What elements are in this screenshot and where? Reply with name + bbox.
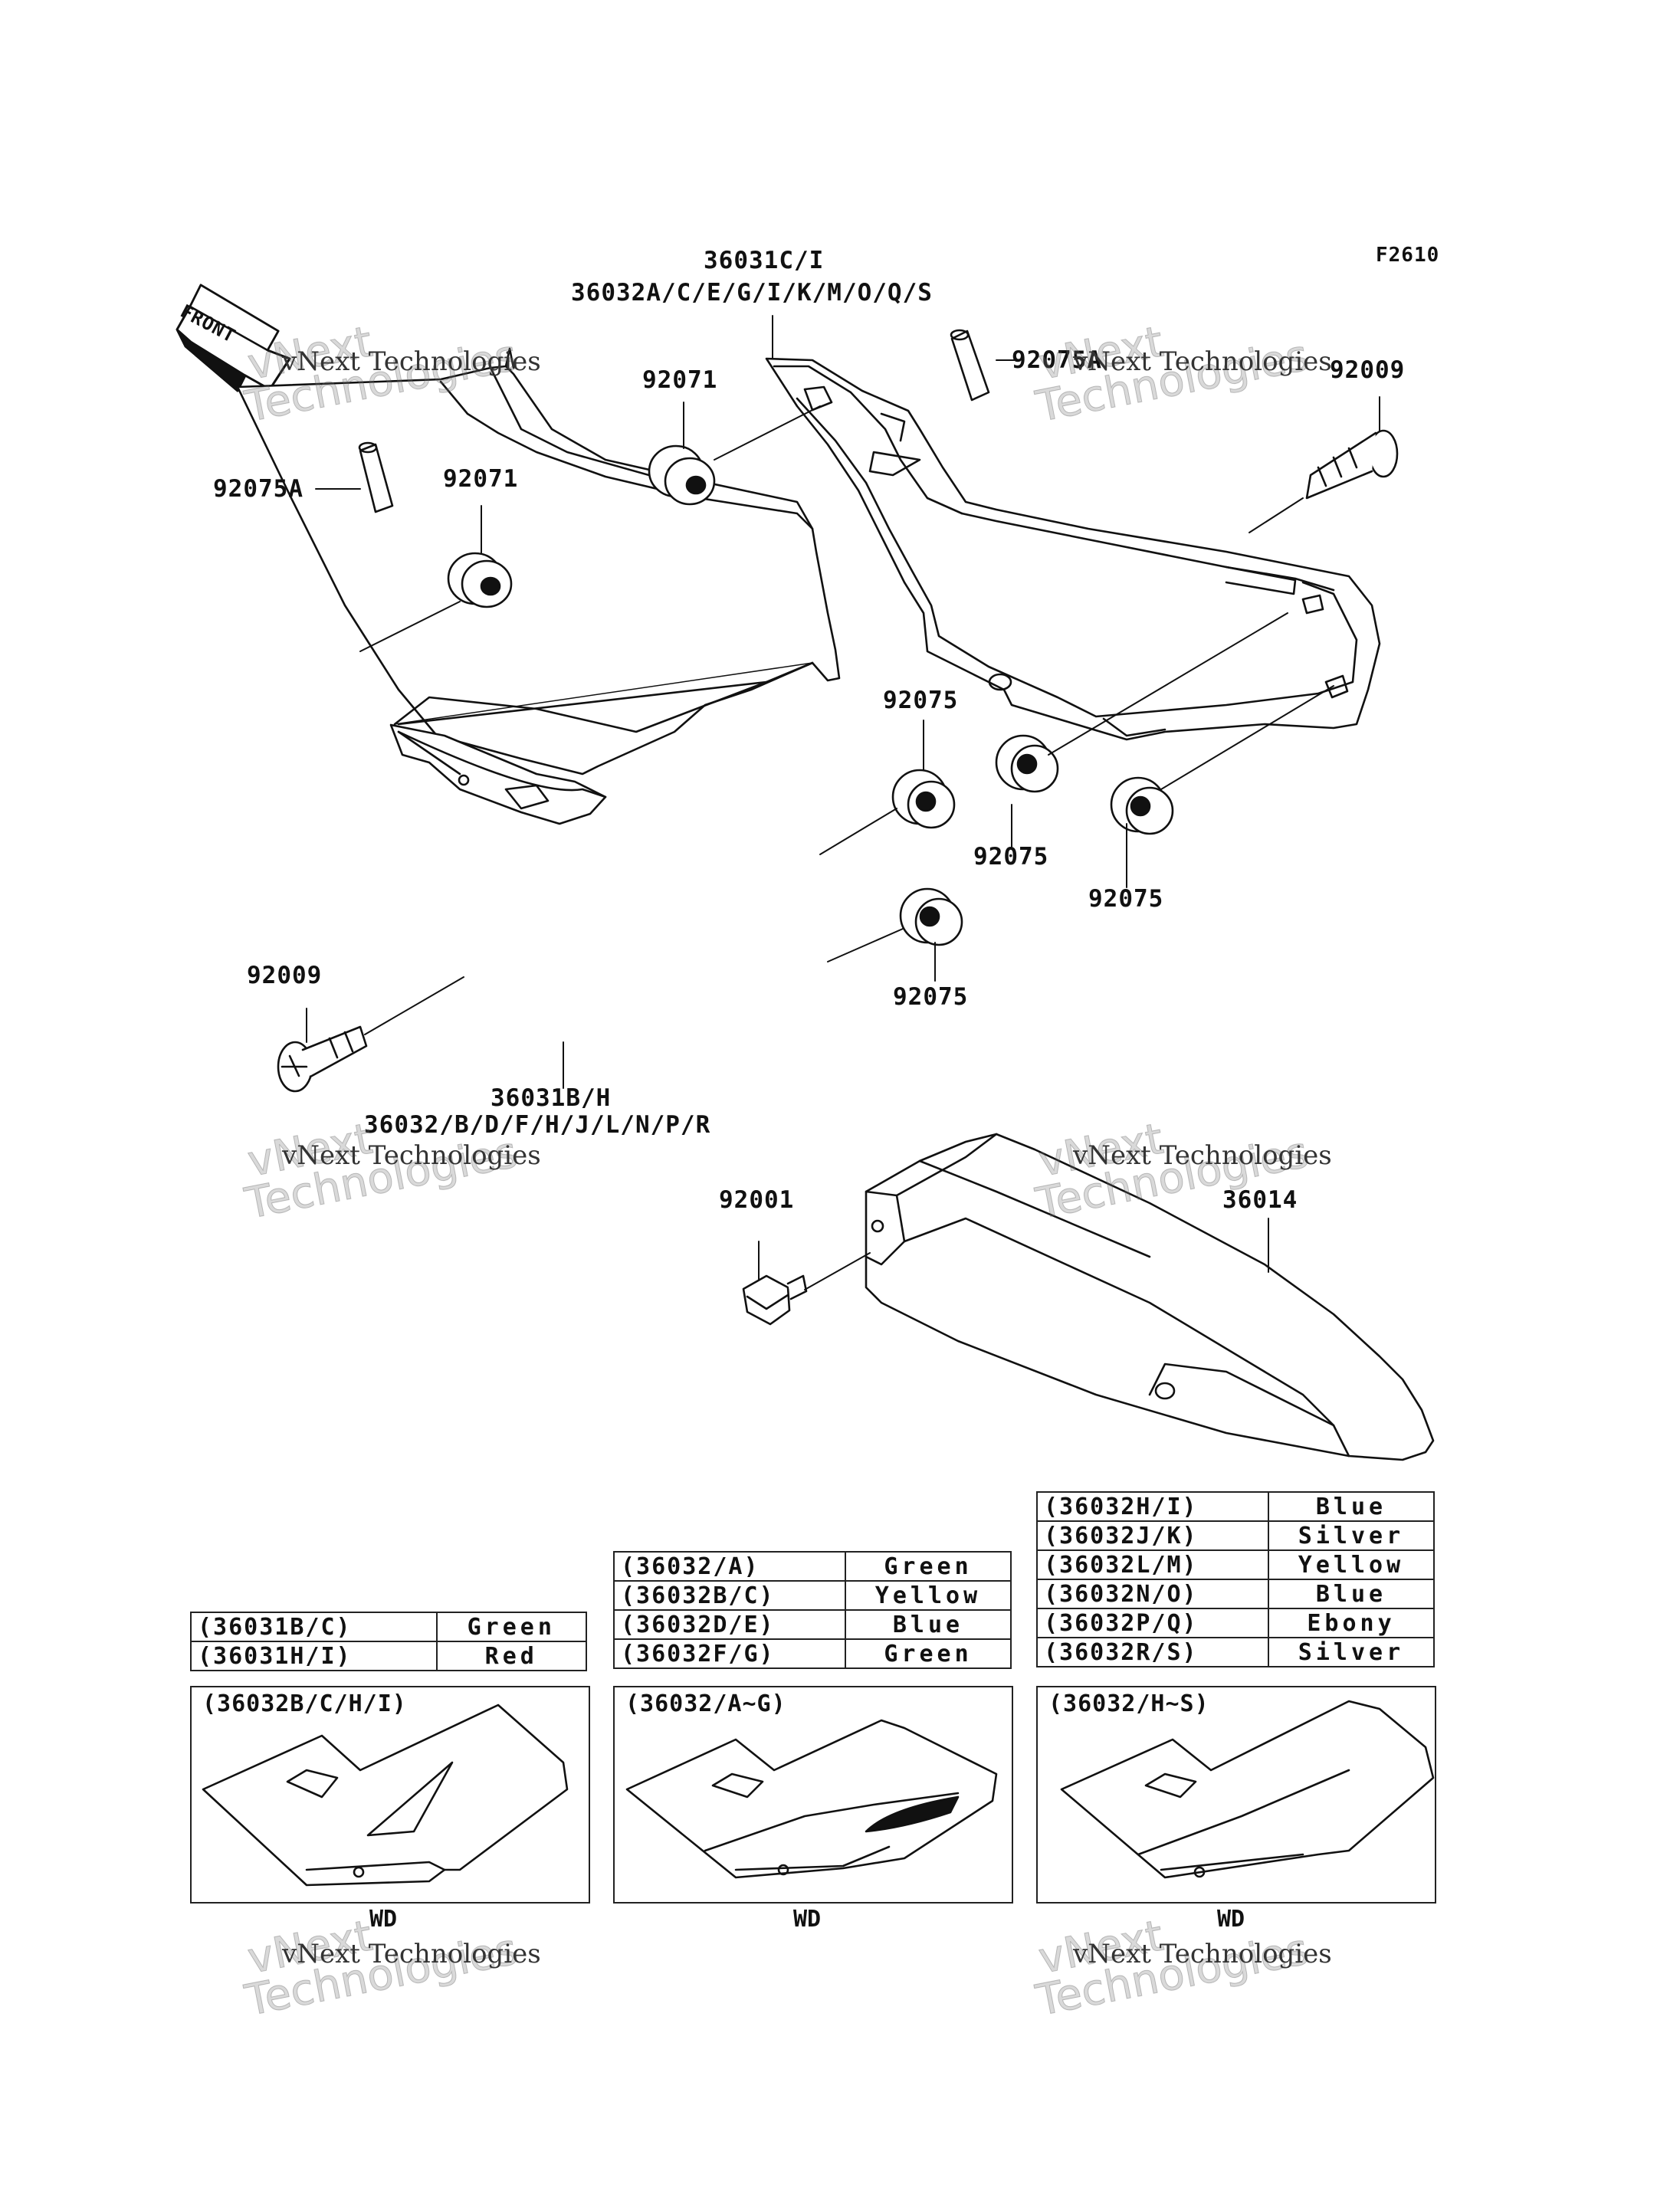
table-row: (36032F/G) Green: [613, 1638, 1012, 1669]
table-row: (36032B/C) Yellow: [613, 1580, 1012, 1611]
table-cell-code: (36032P/Q): [1036, 1608, 1269, 1638]
variant-label: WD: [369, 1906, 398, 1933]
table-cell-color: Green: [844, 1638, 1012, 1669]
bolt-92001: [742, 1274, 808, 1326]
grommet-92075-d: [899, 887, 963, 946]
table-row: (36032D/E) Blue: [613, 1609, 1012, 1640]
table-cell-color: Yellow: [844, 1580, 1012, 1611]
table-row: (36032/A) Green: [613, 1551, 1012, 1582]
table-cell-color: Green: [844, 1551, 1012, 1582]
variant-box-1: (36032B/C/H/I): [190, 1686, 590, 1904]
table-cell-color: Blue: [844, 1609, 1012, 1640]
chain-cover-36014: [865, 1133, 1435, 1461]
screw-92009-left: [277, 1025, 368, 1093]
grommet-92075-b: [995, 734, 1059, 793]
variant-drawing-3: [1060, 1700, 1435, 1879]
variant-drawing-2: [625, 1719, 998, 1879]
variant-title: (36032B/C/H/I): [202, 1690, 407, 1717]
callout-grommet-92075-d: 92075: [893, 983, 969, 1011]
callout-grommet-92075-c: 92075: [1088, 885, 1164, 913]
table-row: (36031H/I) Red: [190, 1641, 588, 1671]
callout-screw-92009-left: 92009: [247, 962, 323, 989]
callout-grommet-92075-a: 92075: [883, 687, 959, 714]
table-row: (36032L/M) Yellow: [1036, 1549, 1436, 1580]
table-cell-color: Green: [435, 1612, 588, 1642]
variant-box-2: (36032/A~G): [613, 1686, 1013, 1904]
callout-upper-cover-colors: 36032A/C/E/G/I/K/M/O/Q/S: [571, 279, 933, 307]
callout-chain-cover-36014: 36014: [1222, 1186, 1298, 1214]
table-cell-color: Yellow: [1267, 1549, 1436, 1580]
table-cell-code: (36032D/E): [613, 1609, 846, 1640]
variant-title: (36032/H~S): [1048, 1690, 1209, 1717]
table-cell-color: Silver: [1267, 1520, 1436, 1551]
grommet-92071-upper: [648, 444, 716, 506]
damper-92075a-upper: [950, 329, 990, 402]
screw-92009-right: [1305, 429, 1399, 500]
table-cell-color: Blue: [1267, 1491, 1436, 1522]
table-cell-code: (36032/A): [613, 1551, 846, 1582]
variant-label: WD: [793, 1906, 822, 1933]
callout-upper-cover-part: 36031C/I: [704, 247, 825, 274]
callout-lower-cover-part: 36031B/H: [491, 1084, 612, 1112]
table-cell-code: (36032J/K): [1036, 1520, 1269, 1551]
color-table-left: (36031B/C) Green (36031H/I) Red: [190, 1612, 588, 1671]
callout-damper-92075a-upper: 92075A: [1012, 346, 1102, 374]
color-table-mid: (36032/A) Green (36032B/C) Yellow (36032…: [613, 1551, 1012, 1669]
table-cell-code: (36032R/S): [1036, 1637, 1269, 1667]
callout-damper-92075a-left: 92075A: [213, 475, 304, 503]
callout-screw-92009-right: 92009: [1330, 356, 1406, 384]
damper-92075a-left: [358, 441, 394, 513]
table-cell-code: (36032F/G): [613, 1638, 846, 1669]
front-arrow-icon: [176, 284, 291, 392]
grommet-92071-left: [447, 552, 513, 608]
table-cell-color: Silver: [1267, 1637, 1436, 1667]
table-row: (36032J/K) Silver: [1036, 1520, 1436, 1551]
table-cell-color: Red: [435, 1641, 588, 1671]
lower-side-cover: [236, 347, 841, 825]
table-row: (36032P/Q) Ebony: [1036, 1608, 1436, 1638]
callout-grommet-92071-upper: 92071: [642, 366, 718, 394]
variant-drawing-1: [202, 1703, 569, 1887]
table-cell-code: (36031H/I): [190, 1641, 438, 1671]
color-table-right: (36032H/I) Blue (36032J/K) Silver (36032…: [1036, 1491, 1436, 1667]
variant-box-3: (36032/H~S): [1036, 1686, 1436, 1904]
figure-code: F2610: [1376, 244, 1440, 267]
table-cell-code: (36032H/I): [1036, 1491, 1269, 1522]
variant-title: (36032/A~G): [625, 1690, 786, 1717]
leader-lines: [306, 315, 1380, 1290]
upper-side-cover: [765, 357, 1381, 741]
table-row: (36032N/O) Blue: [1036, 1579, 1436, 1609]
table-row: (36031B/C) Green: [190, 1612, 588, 1642]
variant-label: WD: [1217, 1906, 1245, 1933]
table-row: (36032R/S) Silver: [1036, 1637, 1436, 1667]
table-cell-color: Ebony: [1267, 1608, 1436, 1638]
grommet-92075-c: [1110, 776, 1174, 835]
table-cell-code: (36031B/C): [190, 1612, 438, 1642]
table-cell-color: Blue: [1267, 1579, 1436, 1609]
callout-grommet-92071-left: 92071: [443, 465, 519, 493]
table-row: (36032H/I) Blue: [1036, 1491, 1436, 1522]
grommet-92075-a: [891, 769, 956, 829]
callout-lower-cover-colors: 36032/B/D/F/H/J/L/N/P/R: [364, 1111, 711, 1139]
table-cell-code: (36032N/O): [1036, 1579, 1269, 1609]
callout-bolt-92001: 92001: [719, 1186, 795, 1214]
callout-grommet-92075-b: 92075: [973, 843, 1049, 871]
table-cell-code: (36032B/C): [613, 1580, 846, 1611]
table-cell-code: (36032L/M): [1036, 1549, 1269, 1580]
